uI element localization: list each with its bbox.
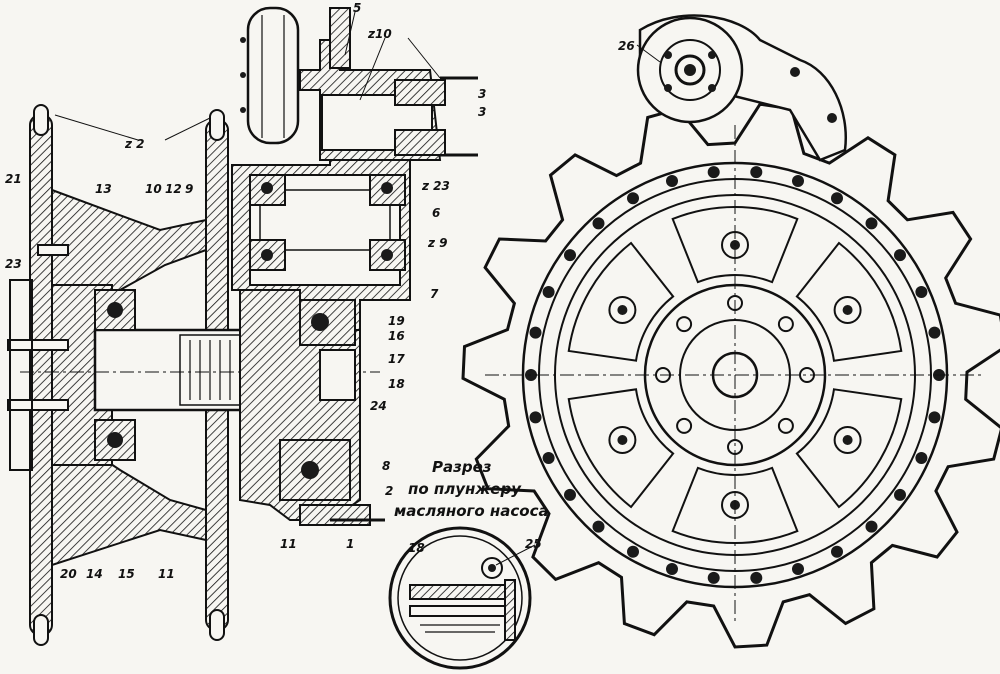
callout-15: 15: [118, 567, 135, 581]
upper-gear-block: [299, 7, 478, 161]
spoke-boss-hole: [617, 305, 628, 315]
tensioner-arm: [636, 14, 848, 162]
callout-3b: 3: [478, 105, 486, 119]
spoke-boss-hole: [842, 305, 853, 315]
spoke-window: [671, 206, 799, 284]
callout-24: 24: [370, 399, 387, 413]
rim-bolt: [529, 326, 542, 339]
callout-20: 20: [60, 567, 77, 581]
callout-23: 23: [5, 257, 22, 271]
callout-1: 1: [346, 537, 354, 551]
sprocket-front-view: [461, 102, 1000, 649]
rim-bolt: [750, 571, 763, 584]
rim-bolt: [707, 166, 720, 179]
lower-housing: [239, 289, 385, 526]
pump-plunger-section: [388, 526, 532, 670]
callout-10: 10: [145, 182, 162, 196]
callout-5: 5: [353, 1, 361, 15]
rim-bolt: [564, 249, 576, 262]
rim-bolt: [792, 175, 804, 187]
callout-2: z 2: [124, 137, 145, 151]
rim-bolt: [865, 520, 878, 533]
rim-bolt: [915, 452, 928, 464]
rim-bolt: [792, 563, 804, 575]
callout-19: 19: [388, 314, 405, 328]
callout-labels: z 2 21 13 10 12 9 23 5 z10 3 3 z 23 6 z …: [5, 1, 635, 581]
hub-bolt: [777, 417, 794, 434]
sectional-view: [7, 6, 478, 646]
callout-11b: 11: [158, 567, 175, 581]
callout-14: 14: [86, 567, 103, 581]
rim-bolt: [542, 452, 555, 464]
callout-11a: 11: [280, 537, 297, 551]
caption-line-2: по плунжеру: [408, 480, 522, 498]
rim-bolt: [928, 411, 941, 424]
flange-bolts: [7, 244, 69, 471]
rim-bolt: [831, 192, 843, 205]
rim-bolt: [564, 488, 576, 501]
sprocket-rim-left: [29, 104, 53, 646]
spoke-window: [567, 241, 675, 362]
callout-z23: z 23: [421, 179, 450, 193]
rim-bolt: [592, 520, 605, 533]
spoke-window: [567, 388, 675, 509]
hub-bearings: [94, 289, 136, 461]
spoke-boss-hole: [617, 435, 628, 445]
callout-3a: 3: [478, 87, 486, 101]
callout-26: 26: [618, 39, 635, 53]
callout-z9: z 9: [427, 236, 448, 250]
top-drum: [240, 6, 300, 145]
callout-6: 6: [432, 206, 440, 220]
callout-9: 9: [185, 182, 193, 196]
rim-bolt: [627, 192, 639, 205]
gearbox-housing: [231, 149, 411, 331]
callout-2b: 2: [385, 484, 393, 498]
caption-line-1: Разрез: [432, 458, 492, 476]
rim-bolt: [592, 217, 605, 230]
spoke-window: [671, 466, 799, 544]
rim-bolt: [529, 411, 542, 424]
rim-bolt: [627, 545, 639, 558]
leader-lines: [54, 11, 661, 566]
hub-bolt: [676, 316, 693, 333]
callout-8: 8: [382, 459, 390, 473]
rim-bolt: [865, 217, 878, 230]
callout-13: 13: [95, 182, 112, 196]
callout-z10: z10: [367, 27, 392, 41]
callout-21: 21: [5, 172, 22, 186]
rim-bolt: [666, 175, 678, 187]
spoke-window: [795, 388, 903, 509]
callout-16: 16: [388, 329, 405, 343]
rim-bolt: [915, 286, 928, 298]
spoke-boss-hole: [842, 435, 853, 445]
callout-18b: 18: [408, 541, 425, 555]
rim-bolt: [894, 249, 906, 262]
hub-bolt: [676, 417, 693, 434]
rim-bolt: [894, 488, 906, 501]
callout-18: 18: [388, 377, 405, 391]
callout-25: 25: [525, 537, 542, 551]
caption-line-3: масляного насоса: [394, 502, 549, 520]
rim-bolt: [542, 286, 555, 298]
spoke-window: [795, 241, 903, 362]
rim-bolt: [666, 563, 678, 575]
rim-bolt: [750, 166, 763, 179]
hub-bolt: [777, 316, 794, 333]
rim-bolt: [928, 326, 941, 339]
callout-17: 17: [388, 352, 405, 366]
callout-12: 12: [165, 182, 182, 196]
rim-bolt: [831, 545, 843, 558]
callout-7: 7: [430, 287, 439, 301]
rim-bolt: [707, 571, 720, 584]
section-caption: Разрез по плунжеру масляного насоса: [394, 458, 549, 520]
